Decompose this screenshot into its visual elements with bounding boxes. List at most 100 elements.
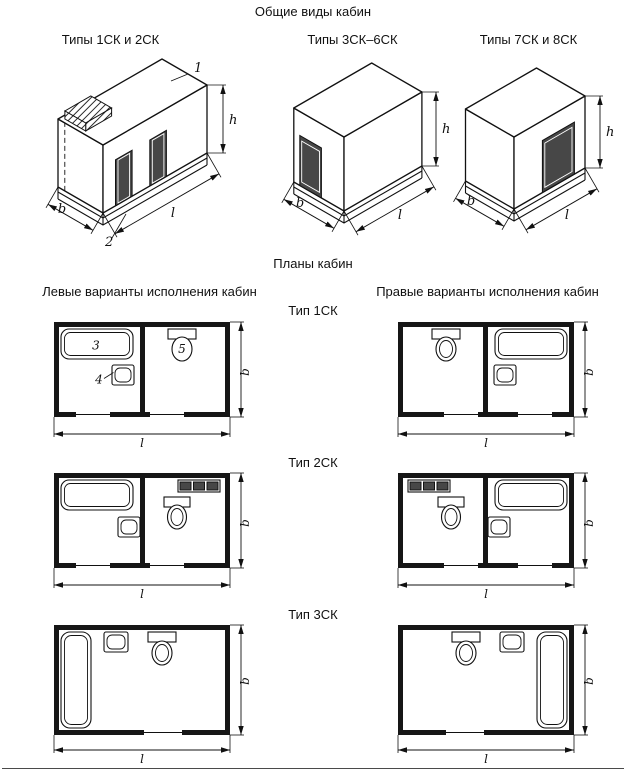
dim-l-label: l [398, 208, 402, 223]
iso-view-3-title: Типы 7СК и 8СК [479, 32, 578, 47]
iso-view-1: h b l 1 2 [45, 58, 237, 250]
walls [398, 625, 574, 735]
dim-h-label: h [606, 125, 614, 140]
dimension-b: b [45, 186, 104, 234]
dimension-b: b [574, 472, 596, 569]
callout-1: 1 [170, 61, 202, 82]
callout-2-label: 2 [104, 235, 113, 250]
partition-wall [140, 327, 145, 412]
dim-l-label: l [484, 587, 488, 601]
dim-b-label: b [238, 677, 252, 685]
cabin-top-face [464, 67, 586, 138]
door-opening [541, 121, 575, 194]
toilet [431, 328, 461, 362]
dimension-b: b [281, 181, 345, 232]
heading-general-views: Общие виды кабин [254, 4, 372, 19]
plan-3sk-right: b l [397, 624, 596, 766]
dim-b-label: b [238, 519, 252, 527]
washbasin [499, 631, 525, 653]
dim-h-label: h [229, 113, 237, 128]
iso-view-2-title: Типы 3СК–6СК [307, 32, 398, 47]
dim-b-label: b [582, 519, 596, 527]
iso-view-1-title: Типы 1СК и 2СК [61, 32, 160, 47]
dimension-h: h [585, 95, 614, 169]
plan-2sk-left: b l [53, 472, 252, 601]
bathtub [494, 479, 568, 511]
bathtub [60, 631, 92, 729]
door-opening [299, 134, 322, 199]
dim-l-label: l [565, 208, 569, 223]
callout-1-label: 1 [194, 61, 202, 76]
dimension-b: b [574, 321, 596, 418]
toilet: 5 [167, 328, 197, 362]
dimension-l: l [397, 735, 575, 766]
vent-block [177, 479, 221, 493]
washbasin [103, 631, 129, 653]
dimension-l: l [53, 568, 231, 601]
page-bottom-rule [2, 768, 624, 769]
bathtub: 3 [60, 328, 134, 360]
dimension-h: h [421, 91, 450, 167]
walls [54, 473, 230, 568]
door-opening-2 [149, 129, 167, 187]
washbasin [117, 516, 141, 538]
cabin-top-face [293, 62, 423, 138]
bathtub [60, 479, 134, 511]
dim-l-label: l [484, 752, 488, 766]
dimension-l: l [53, 735, 231, 766]
roof-vent-block [63, 95, 113, 132]
dimension-h: h [207, 84, 237, 154]
dimension-b: b [574, 624, 596, 736]
dimension-l: l [343, 165, 437, 236]
dimension-b: b [230, 321, 252, 418]
toilet [147, 631, 177, 666]
dimension-b: b [230, 624, 252, 736]
dimension-b: b [230, 472, 252, 569]
dimension-l: l [397, 568, 575, 601]
walls [54, 625, 230, 735]
partition-wall [140, 478, 145, 563]
dim-l-label: l [484, 436, 488, 450]
plan-1sk-left: 3 4 5 b l [53, 321, 252, 450]
partition-wall [483, 327, 488, 412]
walls [398, 322, 574, 417]
dim-b-label: b [582, 368, 596, 376]
plan-row-2-title: Тип 2СК [288, 455, 338, 470]
callout-2: 2 [104, 213, 127, 250]
plan-row-3-title: Тип 3СК [288, 607, 338, 622]
dim-l-label: l [171, 206, 175, 221]
bathtub [536, 631, 568, 729]
toilet [451, 631, 481, 666]
walls [54, 322, 230, 417]
plan-2sk-right: b l [397, 472, 596, 601]
dim-l-label: l [140, 587, 144, 601]
dimension-l: l [397, 417, 575, 450]
toilet [163, 496, 191, 530]
dimension-b: b [453, 180, 515, 230]
partition-wall [483, 478, 488, 563]
dim-b-label: b [238, 368, 252, 376]
heading-plans: Планы кабин [273, 256, 353, 271]
plan-3sk-left: b l [53, 624, 252, 766]
dim-l-label: l [140, 436, 144, 450]
iso-view-3: h b l [453, 67, 614, 234]
vent-side [64, 110, 87, 132]
dim-h-label: h [442, 122, 450, 137]
dim-b-label: b [582, 677, 596, 685]
washbasin [487, 516, 511, 538]
door-opening-1 [115, 149, 133, 207]
washbasin [493, 364, 517, 386]
callout-5-label: 5 [178, 342, 186, 356]
washbasin: 4 [94, 364, 135, 387]
plan-row-1-title: Тип 1СК [288, 303, 338, 318]
dimension-l: l [513, 167, 600, 234]
walls [398, 473, 574, 568]
dim-l-label: l [140, 752, 144, 766]
dim-b-label: b [58, 202, 66, 217]
dimension-l: l [53, 417, 231, 450]
callout-4-label: 4 [94, 373, 103, 387]
toilet [437, 496, 465, 530]
heading-right-variants: Правые варианты исполнения кабин [376, 284, 599, 299]
vent-block [407, 479, 451, 493]
